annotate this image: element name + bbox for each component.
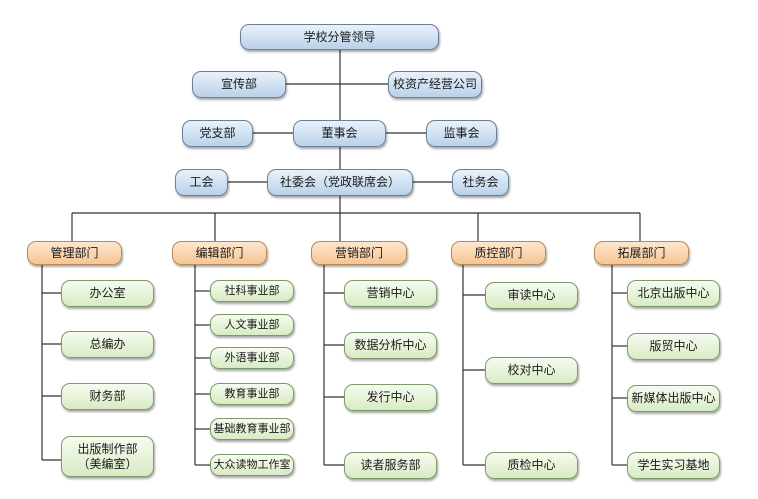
dept-management-box: 管理部门: [27, 241, 122, 265]
propaganda-dept-box: 宣传部: [192, 71, 286, 98]
unit-publishing-production-box: 出版制作部 （美编室）: [61, 436, 154, 477]
unit-student-internship-box: 学生实习基地: [627, 452, 720, 479]
unit-distribution-box: 发行中心: [344, 384, 437, 411]
union-box: 工会: [175, 169, 228, 196]
supervisory-board-box: 监事会: [426, 120, 497, 147]
unit-humanities-box: 人文事业部: [210, 314, 294, 336]
dept-editorial-box: 编辑部门: [172, 241, 267, 265]
party-branch-box: 党支部: [182, 120, 253, 147]
affairs-meeting-box: 社务会: [452, 169, 509, 196]
unit-foreign-language-box: 外语事业部: [210, 347, 294, 369]
unit-basic-education-box: 基础教育事业部: [210, 418, 294, 440]
unit-inspection-box: 质检中心: [485, 452, 578, 479]
unit-marketing-center-box: 营销中心: [344, 280, 437, 307]
asset-company-box: 校资产经营公司: [388, 71, 482, 98]
unit-chief-editor-office-box: 总编办: [61, 331, 154, 358]
unit-education-box: 教育事业部: [210, 383, 294, 405]
dept-quality-box: 质控部门: [451, 241, 546, 265]
unit-review-center-box: 审读中心: [485, 282, 578, 309]
social-committee-box: 社委会（党政联席会）: [267, 169, 413, 196]
dept-marketing-box: 营销部门: [311, 241, 407, 265]
unit-office-box: 办公室: [61, 280, 154, 307]
unit-social-science-box: 社科事业部: [210, 280, 294, 302]
dept-expansion-box: 拓展部门: [594, 241, 689, 265]
unit-data-analysis-box: 数据分析中心: [344, 332, 437, 359]
unit-reader-service-box: 读者服务部: [344, 452, 437, 479]
unit-finance-box: 财务部: [61, 383, 154, 410]
unit-proofreading-box: 校对中心: [485, 357, 578, 384]
unit-copyright-trade-box: 版贸中心: [627, 333, 720, 360]
unit-new-media-box: 新媒体出版中心: [627, 385, 720, 412]
school-leader-box: 学校分管领导: [240, 24, 439, 50]
unit-beijing-publishing-box: 北京出版中心: [627, 280, 720, 307]
board-box: 董事会: [293, 120, 386, 147]
unit-popular-reading-box: 大众读物工作室: [210, 454, 294, 476]
